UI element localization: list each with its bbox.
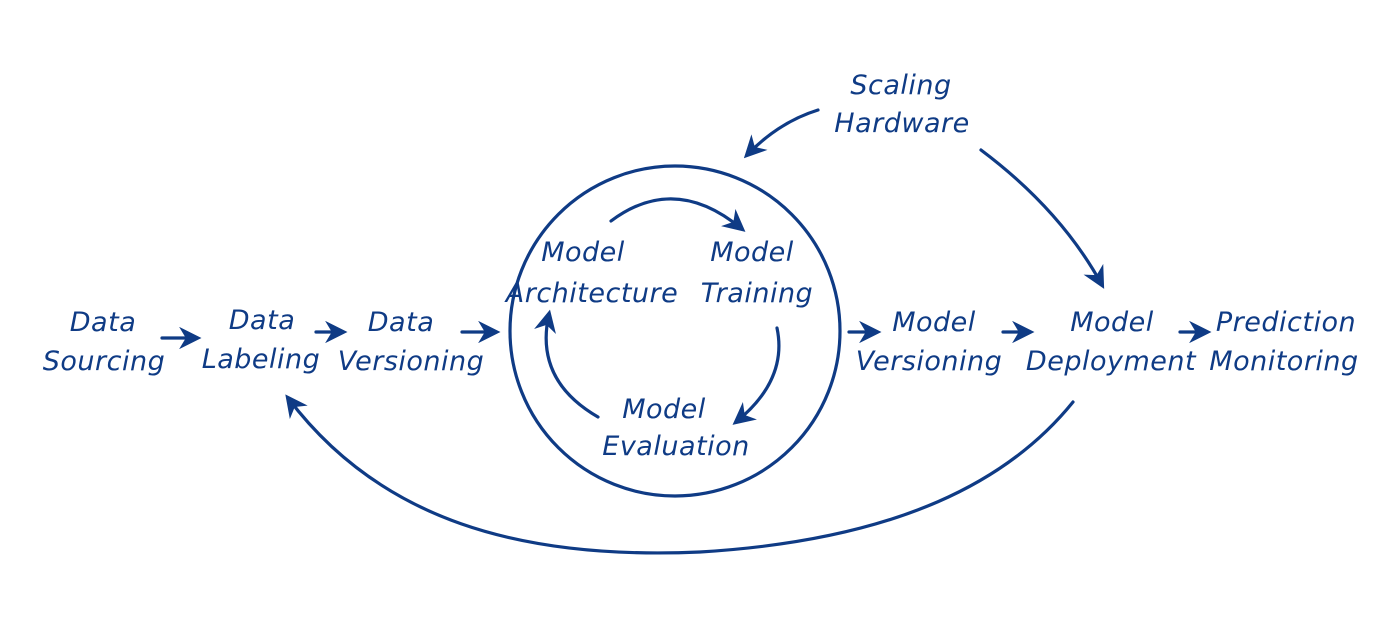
node-scaling-hardware-line2: Hardware	[834, 108, 969, 139]
node-model-training-line2: Training	[701, 278, 813, 309]
node-prediction-monitoring-line2: Monitoring	[1209, 346, 1358, 377]
node-model-evaluation: Model Evaluation	[602, 394, 749, 462]
node-model-deployment: Model Deployment	[1026, 307, 1197, 377]
node-model-versioning: Model Versioning	[856, 307, 1003, 377]
node-data-labeling-line2: Labeling	[202, 344, 321, 375]
arrow-evaluation-to-architecture	[534, 309, 600, 419]
node-data-sourcing-line2: Sourcing	[43, 346, 165, 377]
node-scaling-hardware: Scaling Hardware	[834, 70, 969, 139]
node-model-versioning-line1: Model	[892, 307, 976, 338]
node-data-labeling: Data Labeling	[202, 305, 321, 375]
node-data-versioning-line2: Versioning	[338, 346, 485, 377]
node-model-architecture: Model Architecture	[504, 237, 678, 309]
node-scaling-hardware-line1: Scaling	[850, 70, 951, 101]
node-prediction-monitoring: Prediction Monitoring	[1209, 307, 1358, 377]
node-model-versioning-line2: Versioning	[856, 346, 1003, 377]
arrow-model-deployment-to-data-labeling	[285, 394, 1075, 555]
node-data-versioning-line1: Data	[368, 307, 434, 338]
node-prediction-monitoring-line1: Prediction	[1216, 307, 1356, 338]
node-model-architecture-line2: Architecture	[504, 278, 678, 309]
arrow-architecture-to-training	[609, 197, 746, 232]
node-model-training: Model Training	[701, 237, 813, 309]
node-model-training-line1: Model	[710, 237, 794, 268]
arrow-scaling-hardware-to-model-cycle	[743, 108, 820, 159]
model-cycle-ring	[508, 164, 842, 498]
node-model-evaluation-line1: Model	[622, 394, 706, 425]
node-model-architecture-line1: Model	[541, 237, 625, 268]
node-data-sourcing: Data Sourcing	[43, 307, 165, 377]
node-model-deployment-line1: Model	[1070, 307, 1154, 338]
node-data-sourcing-line1: Data	[70, 307, 136, 338]
arrow-training-to-evaluation	[732, 326, 781, 425]
node-data-labeling-line1: Data	[229, 305, 295, 336]
arrow-scaling-hardware-to-model-deployment	[979, 148, 1105, 289]
node-data-versioning: Data Versioning	[338, 307, 485, 377]
node-model-evaluation-line2: Evaluation	[602, 431, 749, 462]
node-model-deployment-line2: Deployment	[1026, 346, 1197, 377]
